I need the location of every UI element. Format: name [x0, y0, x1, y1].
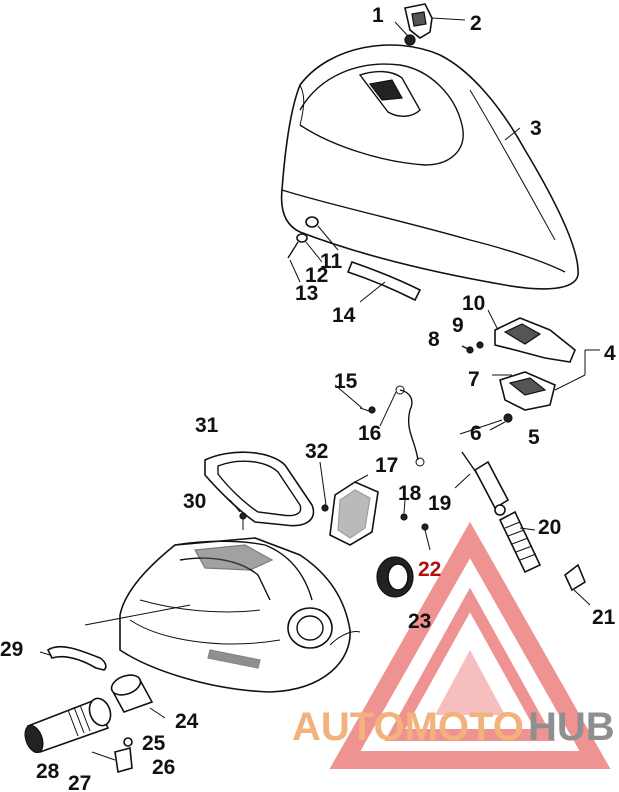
label-19: 19 [428, 492, 451, 515]
strip-part-14 [346, 260, 422, 303]
label-18: 18 [398, 482, 422, 505]
label-14: 14 [332, 304, 356, 327]
screw-part-30 [239, 512, 247, 530]
watermark-word-hub: HUB [528, 705, 615, 749]
label-25: 25 [142, 732, 166, 755]
label-10: 10 [462, 292, 485, 315]
label-20: 20 [538, 516, 561, 539]
main-body [84, 537, 361, 693]
label-27: 27 [68, 772, 91, 792]
cover-part-17 [321, 481, 379, 546]
label-17: 17 [375, 454, 398, 477]
label-4: 4 [604, 342, 616, 365]
label-26: 26 [152, 756, 175, 779]
cable-part-16 [359, 385, 425, 467]
label-22: 22 [418, 558, 441, 581]
latch-part-4 [499, 349, 600, 411]
label-16: 16 [358, 422, 381, 445]
label-5: 5 [528, 426, 540, 449]
label-6: 6 [470, 422, 482, 445]
label-7: 7 [468, 368, 480, 391]
label-3: 3 [530, 117, 542, 140]
label-2: 2 [470, 12, 482, 35]
cap-part-23 [376, 556, 414, 598]
screws-parts-7-9 [461, 341, 513, 431]
screws-parts-18-22 [400, 513, 431, 551]
label-12: 12 [305, 264, 328, 287]
label-28: 28 [36, 760, 60, 783]
tube-part-24 [110, 674, 154, 713]
latch-part-10 [487, 309, 576, 363]
label-21: 21 [592, 606, 616, 629]
label-13: 13 [295, 282, 318, 305]
clip-part-21 [564, 563, 591, 606]
label-24: 24 [175, 710, 199, 733]
label-8: 8 [428, 328, 440, 351]
label-30: 30 [183, 490, 206, 513]
label-1: 1 [372, 4, 384, 27]
fastener-parts-11-13 [287, 216, 339, 283]
frame-part-31 [204, 451, 315, 527]
strut-part-19 [461, 451, 510, 516]
tube-part-25 [24, 697, 112, 754]
part-labels: 1 2 3 4 5 6 7 8 9 10 11 12 13 14 15 16 1… [0, 4, 616, 792]
label-32: 32 [305, 440, 328, 463]
label-11: 11 [320, 250, 343, 273]
watermark-logo [329, 521, 611, 769]
filler-neck-part-20 [498, 510, 542, 574]
label-23: 23 [408, 610, 431, 633]
hood-part-3 [280, 44, 579, 290]
label-31: 31 [195, 414, 219, 437]
vent-part-2 [404, 3, 466, 39]
handle-part-29 [46, 645, 107, 671]
clamp-parts-26-28 [91, 737, 133, 774]
watermark-word-auto: AUTOMOTO [292, 705, 524, 749]
leader-lines [39, 127, 536, 719]
label-29: 29 [0, 638, 23, 661]
watermark-text: AUTOMOTO HUB [292, 705, 615, 749]
label-9: 9 [452, 314, 464, 337]
label-15: 15 [334, 370, 358, 393]
nut-part-1 [394, 21, 416, 46]
